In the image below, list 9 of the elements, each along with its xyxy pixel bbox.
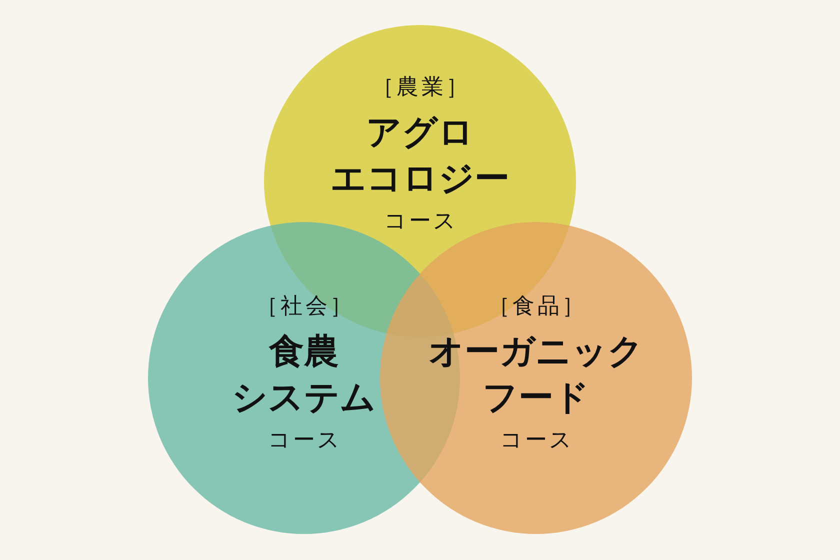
course-label: コース [499, 427, 574, 455]
course-title: 食農システム [232, 330, 376, 420]
course-label: コース [267, 427, 342, 455]
course-title: アグロエコロジー [330, 111, 510, 201]
course-title: オーガニックフード [428, 330, 644, 420]
course-label: コース [383, 208, 458, 236]
category-label: ［社会］ [255, 293, 355, 321]
category-label: ［食品］ [487, 293, 587, 321]
category-label: ［農業］ [371, 74, 471, 102]
